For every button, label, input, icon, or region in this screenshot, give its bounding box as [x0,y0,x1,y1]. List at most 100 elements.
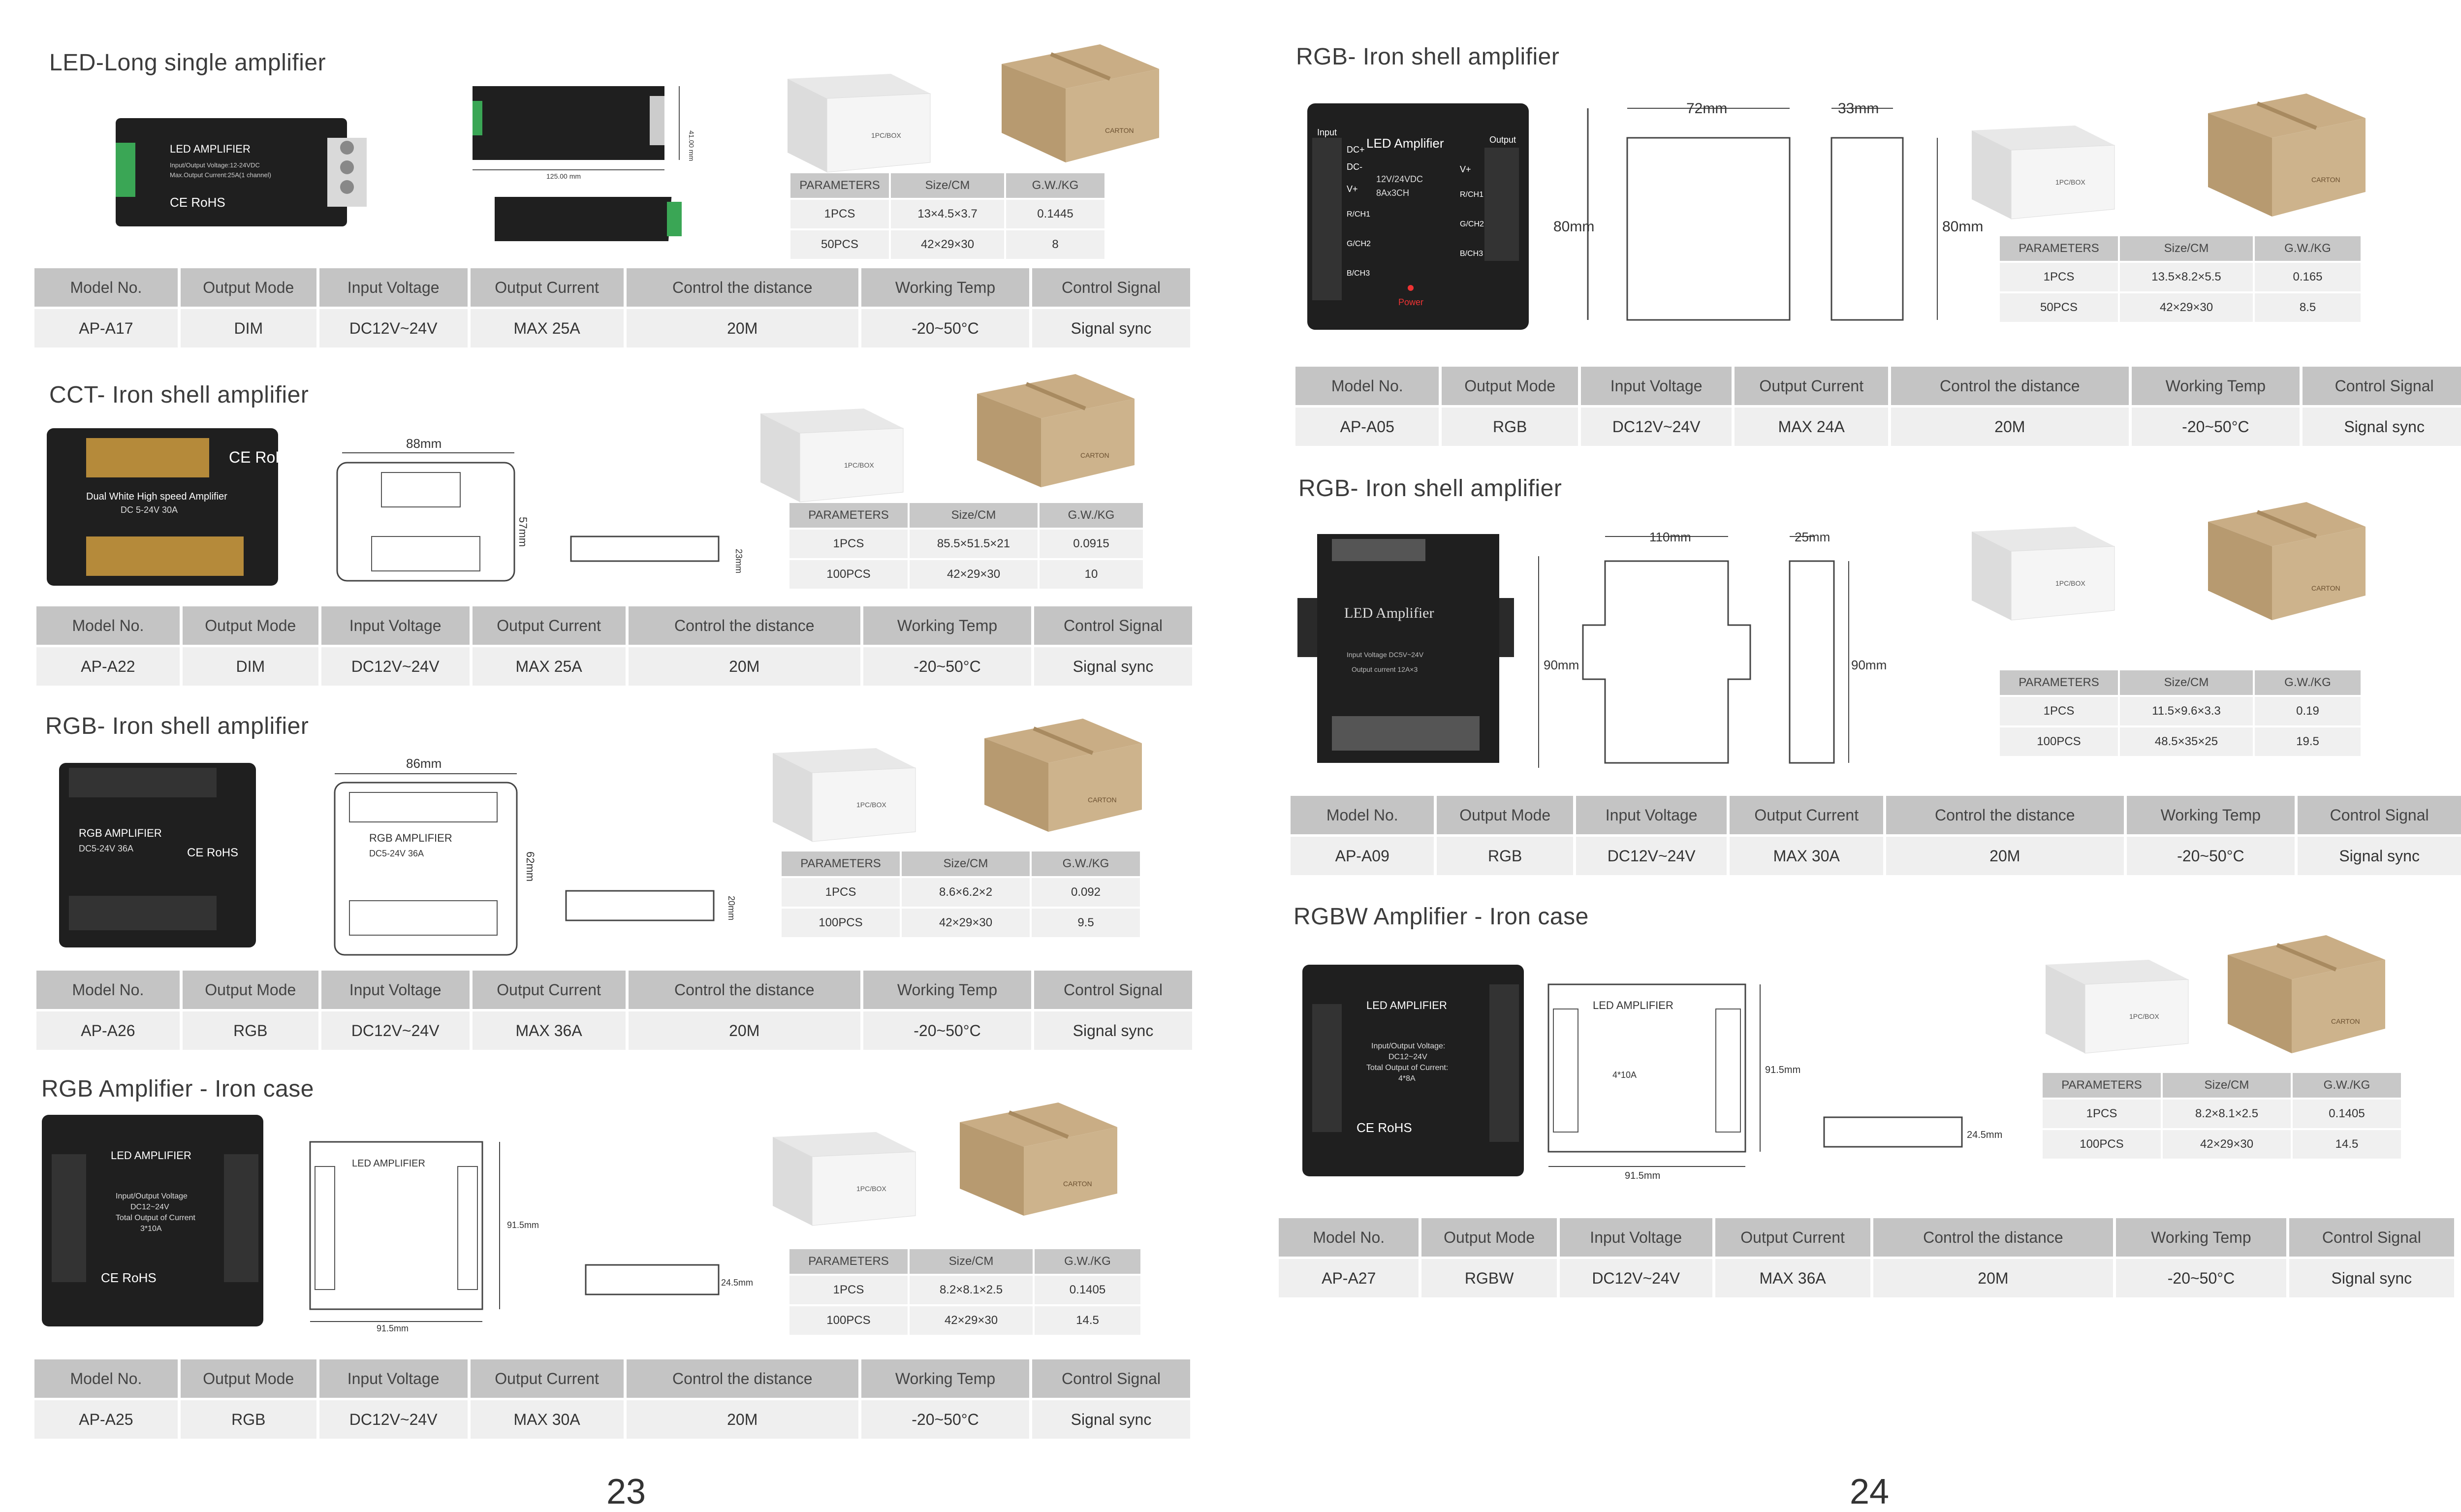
table-cell: 13×4.5×3.7 [891,198,1004,228]
section-title: LED-Long single amplifier [49,50,326,76]
svg-text:Total Output of Current:: Total Output of Current: [1366,1064,1448,1072]
table-cell: RGBW [1421,1257,1557,1297]
svg-text:CARTON: CARTON [1088,796,1117,804]
svg-text:R/CH1: R/CH1 [1347,210,1370,219]
svg-text:Input Voltage DC5V~24V: Input Voltage DC5V~24V [1347,651,1424,659]
table-cell: -20~50°C [861,307,1029,347]
svg-text:86mm: 86mm [406,756,442,771]
table-cell: 1PCS [2000,261,2118,291]
table-header-cell: Output Current [1735,367,1889,405]
svg-text:CARTON: CARTON [1105,126,1134,134]
svg-text:80mm: 80mm [1942,219,1983,235]
svg-text:4*8A: 4*8A [1398,1074,1416,1083]
table-cell: 0.165 [2255,261,2361,291]
side-profile-icon: 24.5mm [581,1250,768,1304]
svg-text:LED Amplifier: LED Amplifier [1366,136,1444,151]
table-cell: RGB [180,1398,316,1439]
svg-text:DC 5-24V 30A: DC 5-24V 30A [121,505,178,515]
svg-text:CE RoHS: CE RoHS [229,448,278,466]
table-header-cell: Input Voltage [321,606,470,645]
table-cell: -20~50°C [861,1398,1029,1439]
table-header-cell: Output Current [1715,1218,1870,1257]
table-header-cell: PARAMETERS [2043,1073,2161,1098]
table-cell: 48.5×35×25 [2120,725,2253,756]
svg-text:90mm: 90mm [1851,658,1887,672]
table-cell: 0.0915 [1040,528,1143,558]
svg-text:Max.Output Current:25A(1 chann: Max.Output Current:25A(1 channel) [170,171,271,179]
table-cell: 1PCS [2000,695,2118,725]
table-header-cell: Control Signal [1032,268,1190,307]
table-cell: 8.6×6.2×2 [902,876,1030,907]
table-header-cell: Control the distance [1891,367,2129,405]
table-cell: 100PCS [789,558,908,589]
table-cell: MAX 30A [470,1398,624,1439]
table-cell: 0.1445 [1006,198,1104,228]
table-cell: 20M [1891,405,2129,446]
carton-box-icon: CARTON [950,1093,1132,1221]
table-header-cell: G.W./KG [2255,670,2361,695]
svg-text:B/CH3: B/CH3 [1460,250,1483,258]
table-cell: 20M [628,645,860,686]
table-cell: RGB [182,1009,318,1050]
wire-diagram-icon: 110mm 90mm 25mm 90mm [1534,527,2006,773]
table-cell: MAX 25A [472,645,626,686]
wire-diagram-icon: 125.00 mm 41.00 mm [473,81,699,180]
table-cell: 20M [1886,834,2124,875]
svg-text:1PC/BOX: 1PC/BOX [844,461,874,469]
table-cell: 8 [1006,228,1104,259]
svg-text:Dual White High speed Amplifie: Dual White High speed Amplifier [86,491,227,502]
table-header-cell: Control Signal [1034,971,1192,1009]
svg-text:33mm: 33mm [1838,100,1879,117]
table-cell: -20~50°C [863,1009,1031,1050]
table-header-cell: Working Temp [861,268,1029,307]
side-profile-icon: 23mm [566,527,753,576]
table-header-cell: Input Voltage [1576,796,1727,834]
table-header-cell: Model No. [1295,367,1439,405]
table-header-cell: Size/CM [2120,236,2253,261]
table-cell: 42×29×30 [891,228,1004,259]
table-cell: DC12V~24V [319,1398,468,1439]
svg-text:G/CH2: G/CH2 [1460,220,1484,228]
svg-text:24.5mm: 24.5mm [721,1278,753,1288]
svg-text:91.5mm: 91.5mm [377,1323,409,1333]
product-label: LED AMPLIFIER [170,143,251,155]
table-cell: MAX 25A [470,307,624,347]
table-cell: 100PCS [789,1304,908,1335]
table-header-cell: Control the distance [626,268,858,307]
table-cell: RGB [1437,834,1573,875]
table-cell: 1PCS [2043,1098,2161,1128]
svg-text:72mm: 72mm [1686,100,1727,117]
svg-text:1PC/BOX: 1PC/BOX [856,801,886,809]
table-header-cell: Output Mode [180,268,316,307]
svg-text:CE RoHS: CE RoHS [101,1270,157,1285]
shipping-box-icon: 1PC/BOX [2026,945,2213,1058]
svg-text:1PC/BOX: 1PC/BOX [2055,579,2085,587]
svg-text:4*10A: 4*10A [1612,1070,1637,1080]
svg-text:88mm: 88mm [406,436,442,451]
table-cell: MAX 24A [1735,405,1889,446]
svg-text:LED AMPLIFIER: LED AMPLIFIER [1366,999,1447,1011]
table-cell: 20M [626,1398,858,1439]
table-header-cell: Control Signal [2303,367,2461,405]
section-title: RGB- Iron shell amplifier [1298,475,1562,502]
table-cell: 42×29×30 [910,1304,1033,1335]
table-cell: 0.092 [1032,876,1140,907]
table-header-cell: Input Voltage [319,268,468,307]
table-cell: Signal sync [2298,834,2461,875]
table-header-cell: Working Temp [2116,1218,2286,1257]
